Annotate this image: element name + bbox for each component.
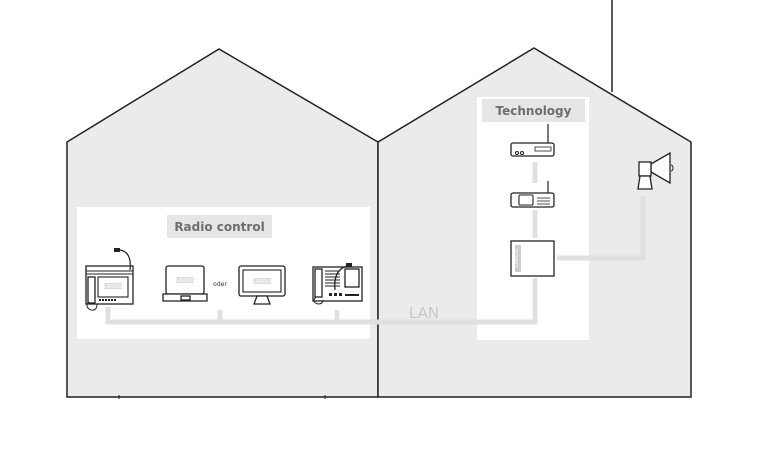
monitor-icon: LARDIS [238, 265, 286, 305]
lan-wires [105, 162, 646, 325]
base-radio-icon [510, 124, 555, 157]
desk-console-icon: LARDIS [85, 248, 134, 311]
technology-label: Technology [496, 104, 572, 118]
radio-control-label: Radio control [174, 220, 264, 234]
svg-text:LARDIS: LARDIS [253, 279, 271, 285]
svg-text:LARDIS: LARDIS [104, 284, 122, 290]
or-label: oder [213, 281, 227, 288]
desk-station-icon [312, 263, 363, 305]
svg-text:LARDIS: LARDIS [176, 278, 194, 284]
loudspeaker-icon [637, 151, 674, 190]
mobile-radio-icon [510, 181, 555, 208]
technology-label-bg [482, 99, 585, 122]
lan-label: LAN [409, 304, 439, 322]
laptop-icon: LARDIS [162, 265, 208, 302]
svg-text:LARDIS: LARDIS [514, 249, 520, 267]
server-box-icon: LARDIS [510, 240, 555, 277]
radio-control-label-bg [167, 215, 272, 238]
